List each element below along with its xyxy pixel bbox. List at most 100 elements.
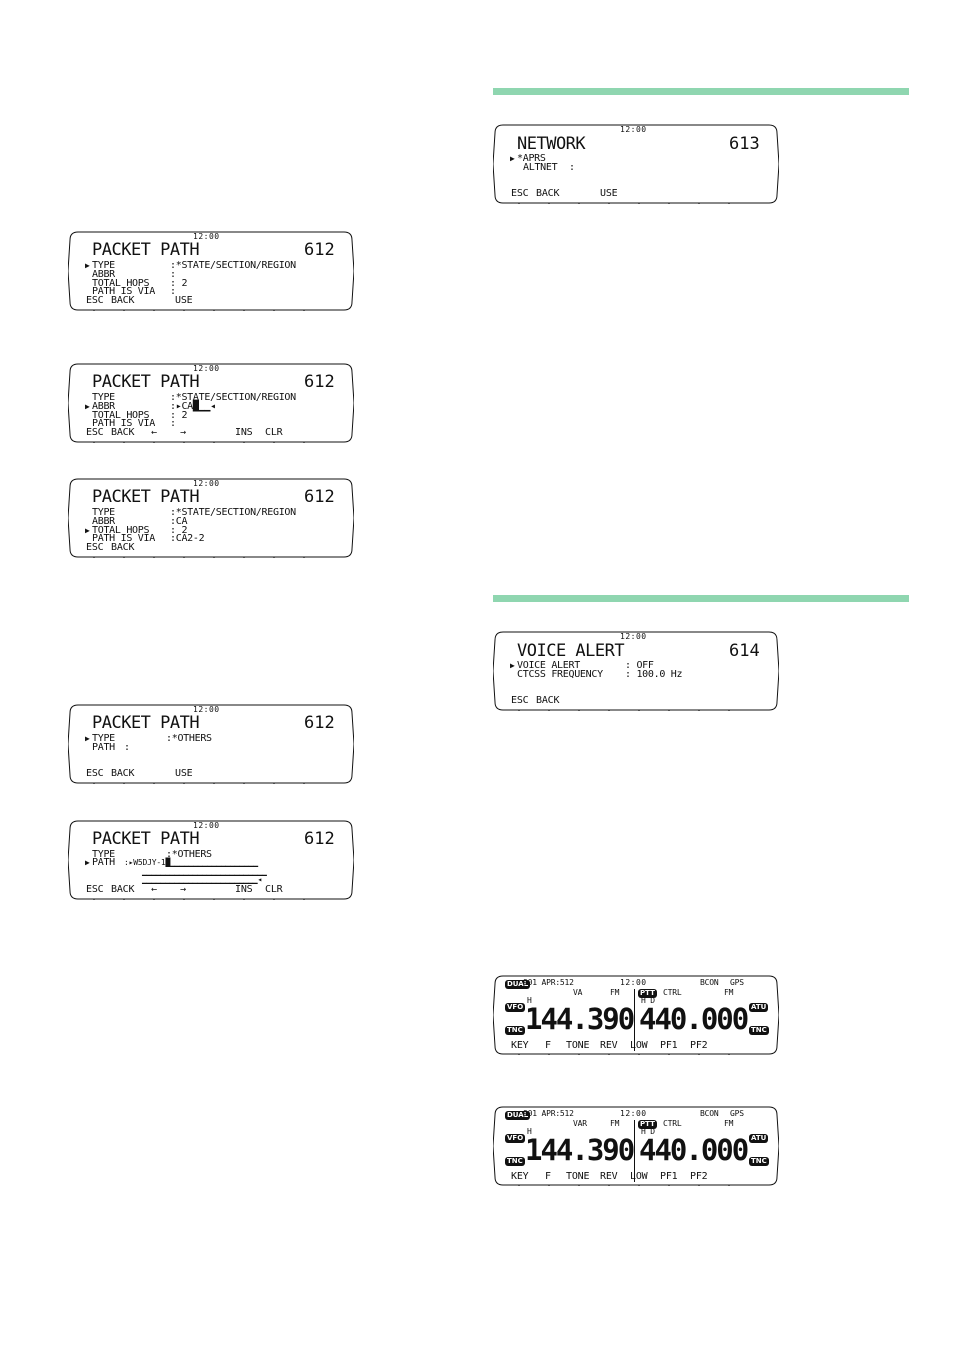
- band-a-mode: FM: [610, 988, 620, 997]
- softkey-pf1[interactable]: PF1: [660, 1040, 678, 1051]
- frequency-a[interactable]: 144.390: [525, 1002, 635, 1036]
- row-label[interactable]: TYPE: [92, 392, 115, 403]
- row-label[interactable]: ABBR: [92, 269, 115, 280]
- row-label[interactable]: PATH IS VIA: [92, 533, 155, 544]
- row-value: : OFF: [625, 660, 654, 671]
- softkey-back[interactable]: BACK: [536, 695, 560, 706]
- softkey-rev[interactable]: REV: [600, 1040, 618, 1051]
- softkey-ins[interactable]: INS: [235, 427, 253, 438]
- softkey-back[interactable]: BACK: [111, 427, 135, 438]
- softkey-pf2[interactable]: PF2: [690, 1171, 708, 1182]
- path-input-line-2[interactable]: ▁▁▁▁▁▁▁▁▁▁▁▁▁▁▁▁▁▁▁▁▁▁▁▁▁▁▁: [142, 867, 267, 876]
- softkey-esc[interactable]: ESC: [511, 188, 529, 199]
- ptt-badge: PTT: [638, 989, 657, 998]
- softkey-use[interactable]: USE: [600, 188, 618, 199]
- frequency-a[interactable]: 144.390: [525, 1133, 635, 1167]
- gps-indicator: GPS: [730, 978, 744, 987]
- row-label[interactable]: PATH IS VIA: [92, 418, 155, 429]
- softkey-back[interactable]: BACK: [536, 188, 560, 199]
- lcd-frame: [68, 231, 354, 311]
- option-altnet[interactable]: ALTNET: [523, 162, 558, 173]
- softkey-f[interactable]: F: [545, 1040, 551, 1051]
- tnc-b-badge: TNC: [749, 1026, 769, 1035]
- lcd-frame: [68, 363, 354, 443]
- row-label[interactable]: TYPE: [92, 849, 115, 860]
- path-input-line-3[interactable]: ▁▁▁▁▁▁▁▁▁▁▁▁▁▁▁▁▁▁▁▁▁▁▁▁▁◂: [142, 875, 263, 884]
- softkey-use[interactable]: USE: [175, 295, 193, 306]
- cursor-arrow-icon: ▶: [510, 661, 515, 670]
- row-value-edit[interactable]: :▸CA█▁▁◂: [170, 401, 216, 412]
- softkey-tone[interactable]: TONE: [566, 1171, 590, 1182]
- row-label[interactable]: PATH IS VIA: [92, 286, 155, 297]
- row-label[interactable]: TOTAL HOPS: [92, 525, 150, 536]
- row-value: :*STATE/SECTION/REGION: [170, 260, 296, 271]
- softkey-back[interactable]: BACK: [111, 884, 135, 895]
- bcon-indicator: BCON: [700, 1109, 719, 1118]
- softkey-left[interactable]: ←: [151, 427, 157, 438]
- softkey-clr[interactable]: CLR: [265, 427, 283, 438]
- softkey-esc[interactable]: ESC: [86, 884, 104, 895]
- row-label[interactable]: TYPE: [92, 733, 115, 744]
- row-label[interactable]: TOTAL HOPS: [92, 410, 150, 421]
- softkey-tone[interactable]: TONE: [566, 1040, 590, 1051]
- clock: 12:00: [193, 821, 220, 830]
- softkey-pf2[interactable]: PF2: [690, 1040, 708, 1051]
- row-label[interactable]: ABBR: [92, 401, 115, 412]
- softkey-left[interactable]: ←: [151, 884, 157, 895]
- row-label[interactable]: ABBR: [92, 516, 115, 527]
- band-divider: [634, 989, 635, 1051]
- row-label[interactable]: VOICE ALERT: [517, 660, 580, 671]
- softkey-ins[interactable]: INS: [235, 884, 253, 895]
- frequency-b[interactable]: 440.000: [639, 1002, 749, 1036]
- row-value: :*OTHERS: [166, 849, 212, 860]
- row-value: :CA: [170, 516, 188, 527]
- path-input[interactable]: :▸W5DJY-1█▁▁▁▁▁▁▁▁▁▁▁▁▁▁▁▁▁▁▁: [124, 858, 258, 867]
- softkey-back[interactable]: BACK: [111, 295, 135, 306]
- row-label[interactable]: PATH: [92, 742, 115, 753]
- row-label[interactable]: PATH: [92, 857, 115, 868]
- row-value: :: [170, 286, 176, 297]
- cursor-arrow-icon: ▶: [85, 261, 90, 270]
- softkey-esc[interactable]: ESC: [86, 542, 104, 553]
- softkey-esc[interactable]: ESC: [86, 295, 104, 306]
- row-label[interactable]: CTCSS FREQUENCY: [517, 669, 603, 680]
- tnc-badge: TNC: [505, 1157, 525, 1166]
- lcd-frame: [68, 820, 354, 900]
- row-label[interactable]: TYPE: [92, 260, 115, 271]
- softkey-f[interactable]: F: [545, 1171, 551, 1182]
- row-label[interactable]: TYPE: [92, 507, 115, 518]
- frequency-b[interactable]: 440.000: [639, 1133, 749, 1167]
- row-value: :: [170, 418, 176, 429]
- softkey-low[interactable]: LOW: [630, 1171, 648, 1182]
- softkey-key[interactable]: KEY: [511, 1171, 529, 1182]
- softkey-esc[interactable]: ESC: [86, 768, 104, 779]
- lcd-frame: [493, 975, 779, 1055]
- softkey-esc[interactable]: ESC: [86, 427, 104, 438]
- softkey-right[interactable]: →: [180, 427, 186, 438]
- row-label[interactable]: TOTAL HOPS: [92, 278, 150, 289]
- softkey-clr[interactable]: CLR: [265, 884, 283, 895]
- vfo-badge: VFO: [505, 1134, 526, 1143]
- softkey-right[interactable]: →: [180, 884, 186, 895]
- menu-number: 612: [304, 372, 335, 392]
- menu-title: PACKET PATH: [92, 713, 200, 733]
- softkey-rev[interactable]: REV: [600, 1171, 618, 1182]
- lcd-frame: [493, 124, 779, 204]
- lcd-packet-path-5: 12:00 PACKET PATH 612 TYPE :*OTHERS ▶ PA…: [68, 820, 354, 900]
- softkey-key[interactable]: KEY: [511, 1040, 529, 1051]
- menu-title: PACKET PATH: [92, 372, 200, 392]
- softkey-back[interactable]: BACK: [111, 542, 135, 553]
- cursor-arrow-icon: ▶: [85, 526, 90, 535]
- row-value: : 2: [170, 278, 188, 289]
- softkey-low[interactable]: LOW: [630, 1040, 648, 1051]
- band-b-ctrl: CTRL: [663, 988, 682, 997]
- option-aprs[interactable]: *APRS: [517, 153, 546, 164]
- menu-number: 614: [729, 641, 760, 661]
- band-a-mode: FM: [610, 1119, 620, 1128]
- softkey-pf1[interactable]: PF1: [660, 1171, 678, 1182]
- row-value: :: [569, 162, 575, 173]
- atu-badge: ATU: [749, 1134, 769, 1143]
- softkey-use[interactable]: USE: [175, 768, 193, 779]
- softkey-back[interactable]: BACK: [111, 768, 135, 779]
- softkey-esc[interactable]: ESC: [511, 695, 529, 706]
